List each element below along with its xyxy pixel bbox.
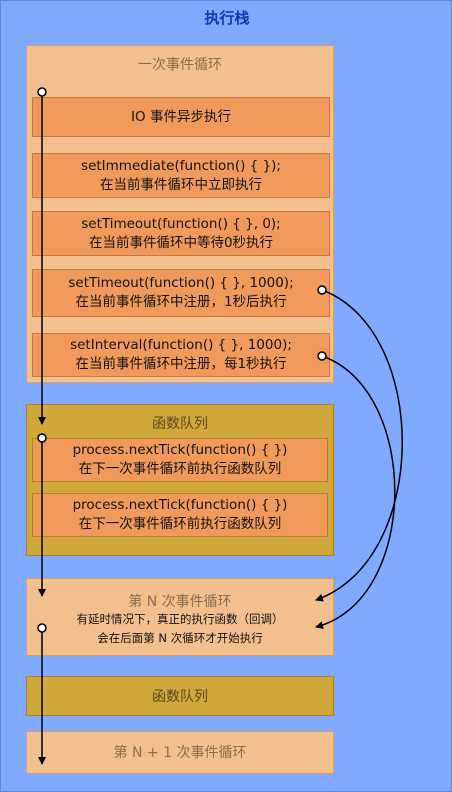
box-line1: IO 事件异步执行 — [131, 108, 231, 125]
delay-note-line1: 有延时情况下，真正的执行函数（回调） — [76, 612, 284, 626]
n-plus-1-event-loop-group: 第 N + 1 次事件循环 — [26, 731, 334, 774]
io-event-box: IO 事件异步执行 — [32, 97, 330, 137]
set-immediate-box: setImmediate(function() { }); 在当前事件循环中立即… — [32, 153, 330, 198]
box-line1: setTimeout(function() { }, 1000); — [68, 275, 294, 291]
nth-event-loop-group: 第 N 次事件循环 — [26, 578, 334, 656]
box-line2: 在当前事件循环中等待0秒执行 — [88, 234, 274, 251]
box-line1: setImmediate(function() { }); — [81, 157, 281, 174]
box-line1: setTimeout(function() { }, 0); — [81, 215, 281, 232]
diagram-title: 执行栈 — [204, 9, 250, 27]
next-tick-box-1: process.nextTick(function() { }) 在下一次事件循… — [32, 438, 328, 482]
function-queue-label-2: 函数队列 — [152, 689, 208, 705]
event-loop-label: 一次事件循环 — [138, 57, 222, 73]
function-queue-label: 函数队列 — [152, 416, 208, 432]
box-line2: 在当前事件循环中注册，1秒后执行 — [75, 294, 287, 310]
set-timeout-1000-box: setTimeout(function() { }, 1000); 在当前事件循… — [32, 269, 330, 317]
set-timeout-0-box: setTimeout(function() { }, 0); 在当前事件循环中等… — [32, 211, 330, 256]
box-line2: 在当前事件循环中立即执行 — [100, 176, 262, 193]
box-line1: process.nextTick(function() { }) — [72, 497, 288, 513]
box-line2: 在当前事件循环中注册，每1秒执行 — [75, 356, 287, 372]
next-tick-box-2: process.nextTick(function() { }) 在下一次事件循… — [32, 493, 328, 537]
box-line1: process.nextTick(function() { }) — [72, 442, 288, 458]
function-queue-group-2: 函数队列 — [26, 676, 334, 716]
nth-event-loop-label: 第 N 次事件循环 — [128, 594, 232, 610]
box-line2: 在下一次事件循环前执行函数队列 — [78, 516, 282, 532]
box-line2: 在下一次事件循环前执行函数队列 — [78, 461, 282, 477]
n-plus-1-event-loop-label: 第 N + 1 次事件循环 — [113, 745, 247, 761]
delay-note-line2: 会在后面第 N 次循环才开始执行 — [97, 631, 263, 645]
box-line1: setInterval(function() { }, 1000); — [70, 337, 292, 353]
set-interval-box: setInterval(function() { }, 1000); 在当前事件… — [32, 333, 330, 377]
